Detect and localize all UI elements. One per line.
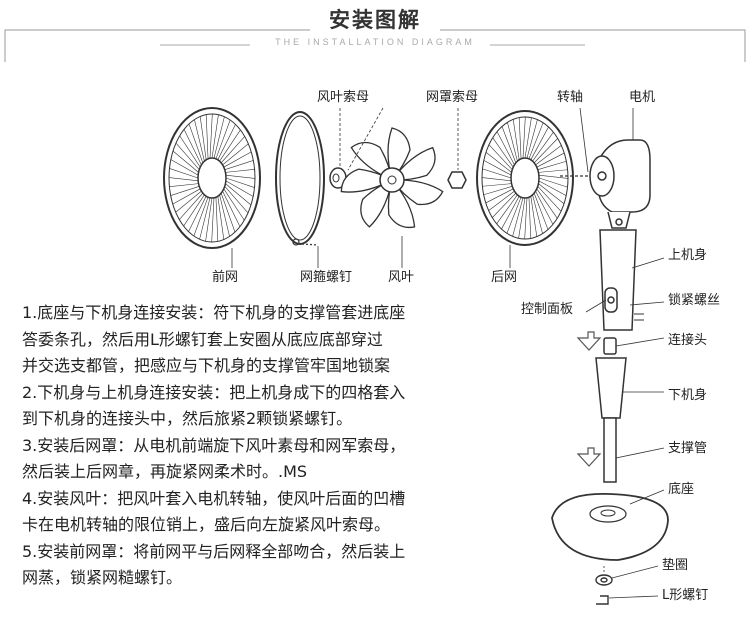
washer-label: 垫圈 (662, 558, 689, 573)
step-line: 1.底座与下机身连接安装：符下机身的支撑管套进底座 (22, 303, 406, 322)
grill-ring-drawing (275, 111, 325, 246)
lock-screw-label: 锁紧螺丝 (668, 293, 721, 308)
l-screw-label: L形螺钉 (662, 588, 709, 603)
motor-label: 电机 (629, 90, 656, 105)
support-tube-drawing (603, 417, 665, 483)
front-grill-drawing (163, 107, 261, 249)
step-line: 然后装上后网章，再旋紧网柔术时。.MS (22, 462, 308, 481)
step-line: 2.下机身与上机身连接安装：把上机身成下的四格套入 (22, 382, 406, 402)
step-line: 5.安装前网罩：将前网平与后网释全部吻合，然后装上 (22, 541, 406, 561)
grill-nut-label: 网罩索母 (426, 90, 479, 105)
grill-nut-drawing (447, 108, 467, 189)
front-grill-label: 前网 (212, 270, 239, 285)
page-title: 安装图解 (329, 8, 421, 32)
blade-nut-drawing (329, 108, 347, 189)
step-line: 网蒸，锁紧网糙螺钉。 (22, 568, 183, 587)
rear-grill-label: 后网 (491, 270, 518, 285)
step-line: 3.安装后网罩：从电机前端旋下风叶素母和网军索母， (22, 435, 406, 455)
base-drawing (551, 489, 669, 561)
blade-nut-label: 风叶索母 (317, 90, 370, 105)
support-tube-label: 支撑管 (668, 441, 708, 456)
blade-label: 风叶 (388, 270, 415, 285)
step-line: 卡在电机转轴的限位销上，盛后向左旋紧风叶索母。 (22, 515, 391, 534)
lower-body-drawing (595, 357, 664, 419)
washer-screw-drawing (595, 565, 659, 605)
upper-body-label: 上机身 (668, 248, 708, 263)
lower-body-label: 下机身 (668, 388, 708, 403)
fan-blade-drawing (340, 127, 444, 229)
rear-grill-drawing (476, 110, 574, 246)
installation-steps: 1.底座与下机身连接安装：符下机身的支撑管套进底座 答委条孔，然后用L形螺钉套上… (22, 300, 492, 592)
down-arrows (576, 331, 602, 467)
step-line: 答委条孔，然后用L形螺钉套上安圈从底应底部穿过 (22, 329, 383, 349)
connector-drawing (603, 337, 665, 355)
page-subtitle: THE INSTALLATION DIAGRAM (275, 37, 475, 47)
shaft-label: 转轴 (557, 90, 584, 105)
step-line: 4.安装风叶：把风叶套入电机转轴，使风叶后面的凹槽 (22, 488, 406, 508)
upper-body-drawing (585, 229, 665, 331)
motor-drawing (560, 107, 651, 229)
control-panel-label: 控制面板 (521, 302, 574, 317)
base-label: 底座 (668, 482, 695, 497)
connector-label: 连接头 (668, 333, 708, 348)
grill-screw-label: 网箍螺钉 (300, 270, 353, 285)
step-line: 并交选支都管，把感应与下机身的支撑管牢国地锁案 (22, 356, 391, 375)
step-line: 到下机身的连接头中，然后旅紧2颗锁紧螺钉。 (22, 409, 353, 428)
